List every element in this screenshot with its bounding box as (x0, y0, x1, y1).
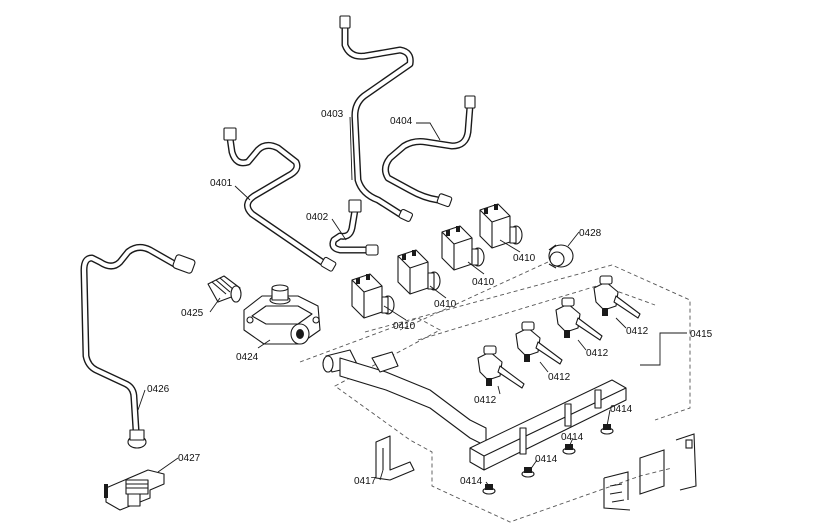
valve-0410-c (441, 225, 485, 271)
back-frame (603, 433, 697, 511)
pipe-0404 (381, 95, 476, 208)
part-labels: 0403 0404 0401 0402 0428 0410 0410 0410 … (147, 109, 713, 487)
screw-0414-b (521, 467, 535, 478)
ring-0428 (548, 244, 574, 269)
label-0412-a: 0412 (474, 395, 497, 406)
valve-0410-b (397, 249, 441, 295)
label-0412-c: 0412 (586, 348, 609, 359)
label-0401: 0401 (210, 178, 233, 189)
label-0404: 0404 (390, 116, 413, 127)
leader-lines (137, 116, 687, 487)
pipe-0426 (80, 243, 196, 449)
pipe-0402 (329, 199, 379, 256)
label-0414-c: 0414 (561, 432, 584, 443)
valve-inner-outline (417, 284, 656, 341)
valve-0410-a (351, 273, 395, 319)
label-0412-d: 0412 (626, 326, 649, 337)
tap-0412-a (477, 345, 525, 389)
pipe-0403 (339, 15, 414, 222)
screw-0414-c (562, 444, 576, 455)
tap-0412-b (515, 321, 563, 365)
label-0415: 0415 (690, 329, 713, 340)
valve-0410-d (479, 203, 523, 249)
valve-group-outline (364, 264, 691, 421)
label-0414-d: 0414 (610, 404, 633, 415)
label-0414-b: 0414 (535, 454, 558, 465)
bracket-0427 (104, 469, 165, 511)
bracket-0417 (375, 435, 415, 481)
label-0428: 0428 (579, 228, 602, 239)
label-0425: 0425 (181, 308, 204, 319)
tap-0412-c (555, 297, 603, 341)
label-0417: 0417 (354, 476, 377, 487)
label-0412-b: 0412 (548, 372, 571, 383)
label-0427: 0427 (178, 453, 201, 464)
fitting-0425 (207, 275, 242, 303)
ring-outline (399, 261, 549, 331)
label-0414-a: 0414 (460, 476, 483, 487)
label-0402: 0402 (306, 212, 329, 223)
screw-0414-a (482, 484, 496, 495)
pipe-0401 (223, 127, 337, 272)
label-0410-d: 0410 (513, 253, 536, 264)
regulator-0424 (243, 284, 321, 345)
label-0424: 0424 (236, 352, 259, 363)
label-0403: 0403 (321, 109, 344, 120)
tap-0412-d (593, 275, 641, 319)
label-0426: 0426 (147, 384, 170, 395)
label-0410-b: 0410 (434, 299, 457, 310)
manifold (322, 349, 627, 471)
label-0410-c: 0410 (472, 277, 495, 288)
screw-0414-d (600, 424, 614, 435)
label-0410-a: 0410 (393, 321, 416, 332)
manifold-group-outline (299, 317, 673, 523)
